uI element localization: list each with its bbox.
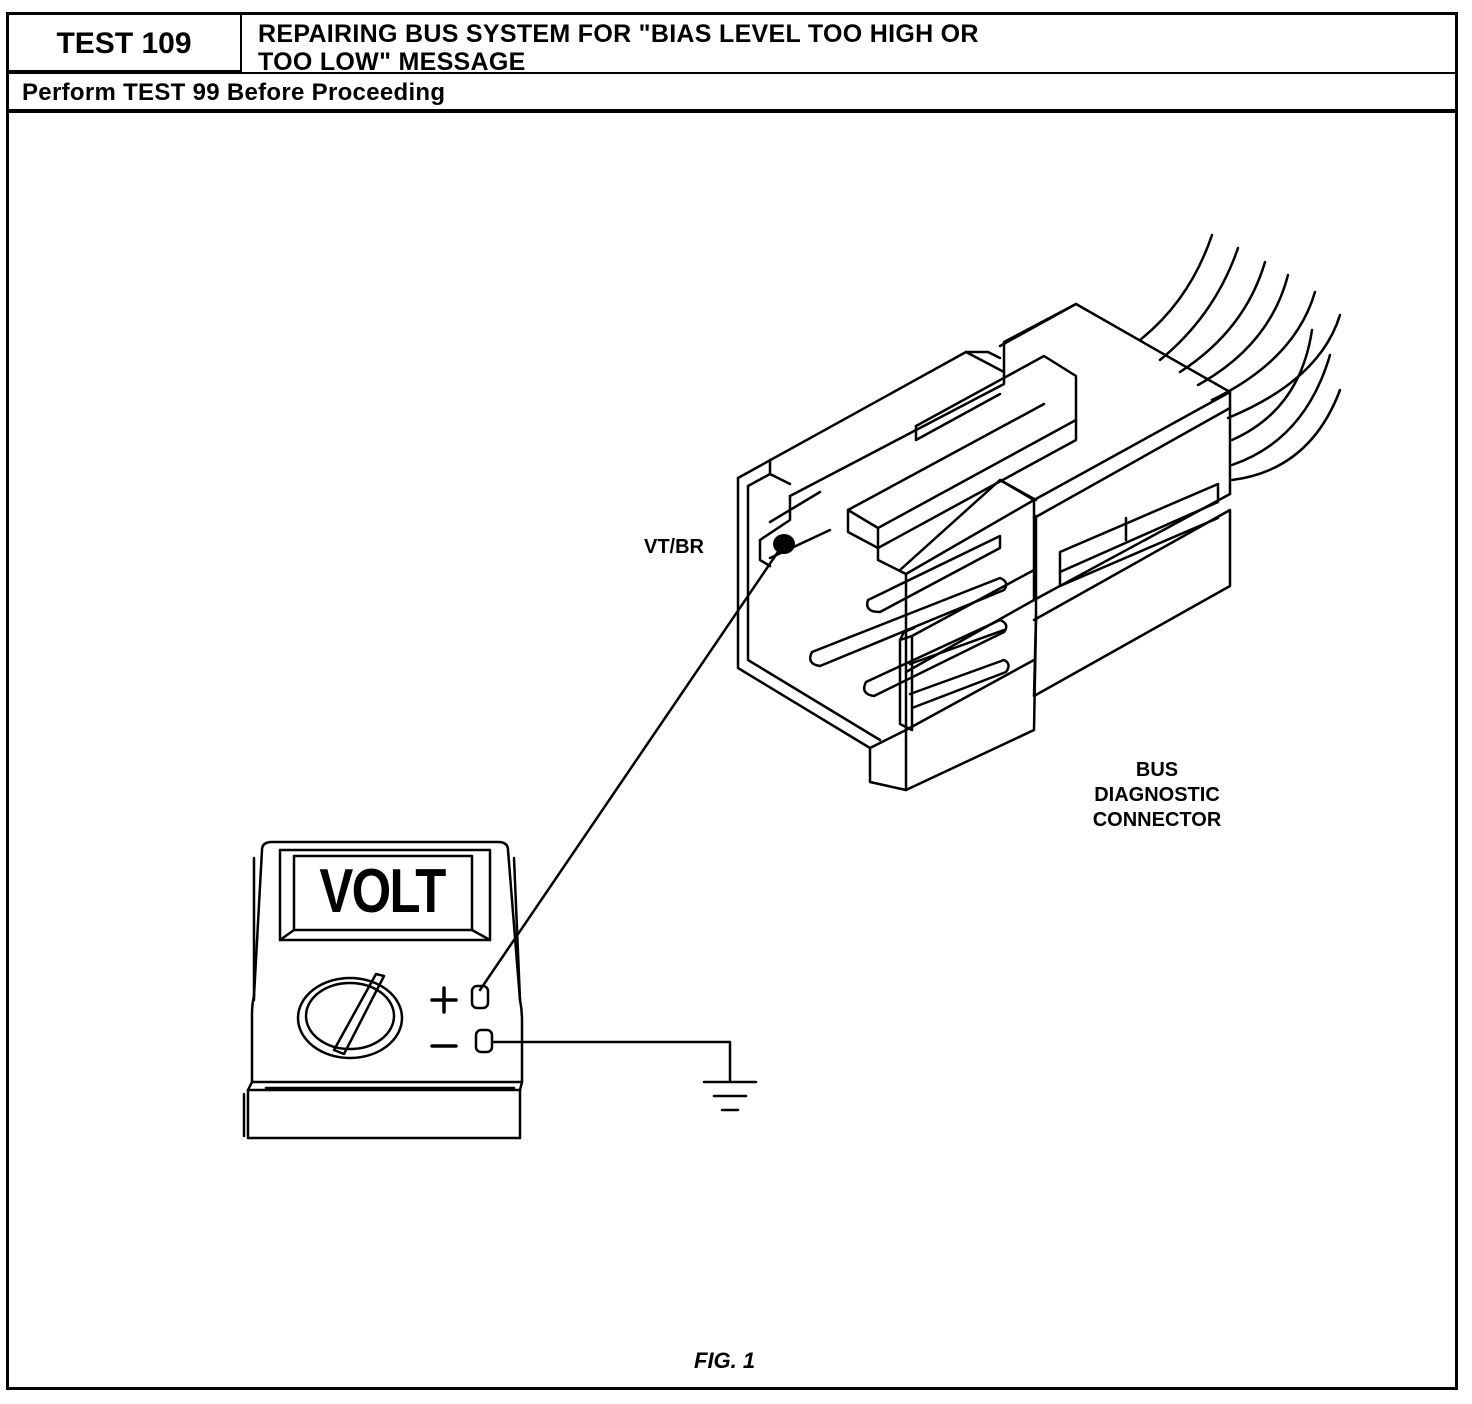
test-title: REPAIRING BUS SYSTEM FOR "BIAS LEVEL TOO… (258, 20, 979, 76)
test-number-box: TEST 109 (6, 12, 242, 72)
selector-dial (296, 976, 404, 1060)
test-number: TEST 109 (56, 27, 192, 60)
bus-diagnostic-connector (736, 302, 1232, 792)
connector-label: BUS DIAGNOSTIC CONNECTOR (1092, 759, 1222, 831)
header-divider (6, 72, 1458, 74)
positive-probe-lead (478, 544, 784, 992)
ground-lead (492, 1040, 732, 1082)
negative-jack (474, 1028, 494, 1054)
meter-display-text: VOLT (319, 857, 446, 926)
probe-tip (773, 534, 795, 554)
plus-symbol (430, 986, 458, 1014)
header-bottom-rule (6, 109, 1458, 113)
harness-wires (1138, 233, 1342, 482)
dial-pointer (332, 972, 386, 1056)
page-frame (6, 12, 1458, 1390)
ground-symbol (702, 1080, 758, 1112)
wire-color-label: VT/BR (644, 536, 704, 558)
voltmeter (242, 840, 524, 1140)
positive-jack (470, 984, 490, 1010)
prerequisite-note: Perform TEST 99 Before Proceeding (22, 79, 446, 106)
figure-caption: FIG. 1 (694, 1348, 756, 1373)
